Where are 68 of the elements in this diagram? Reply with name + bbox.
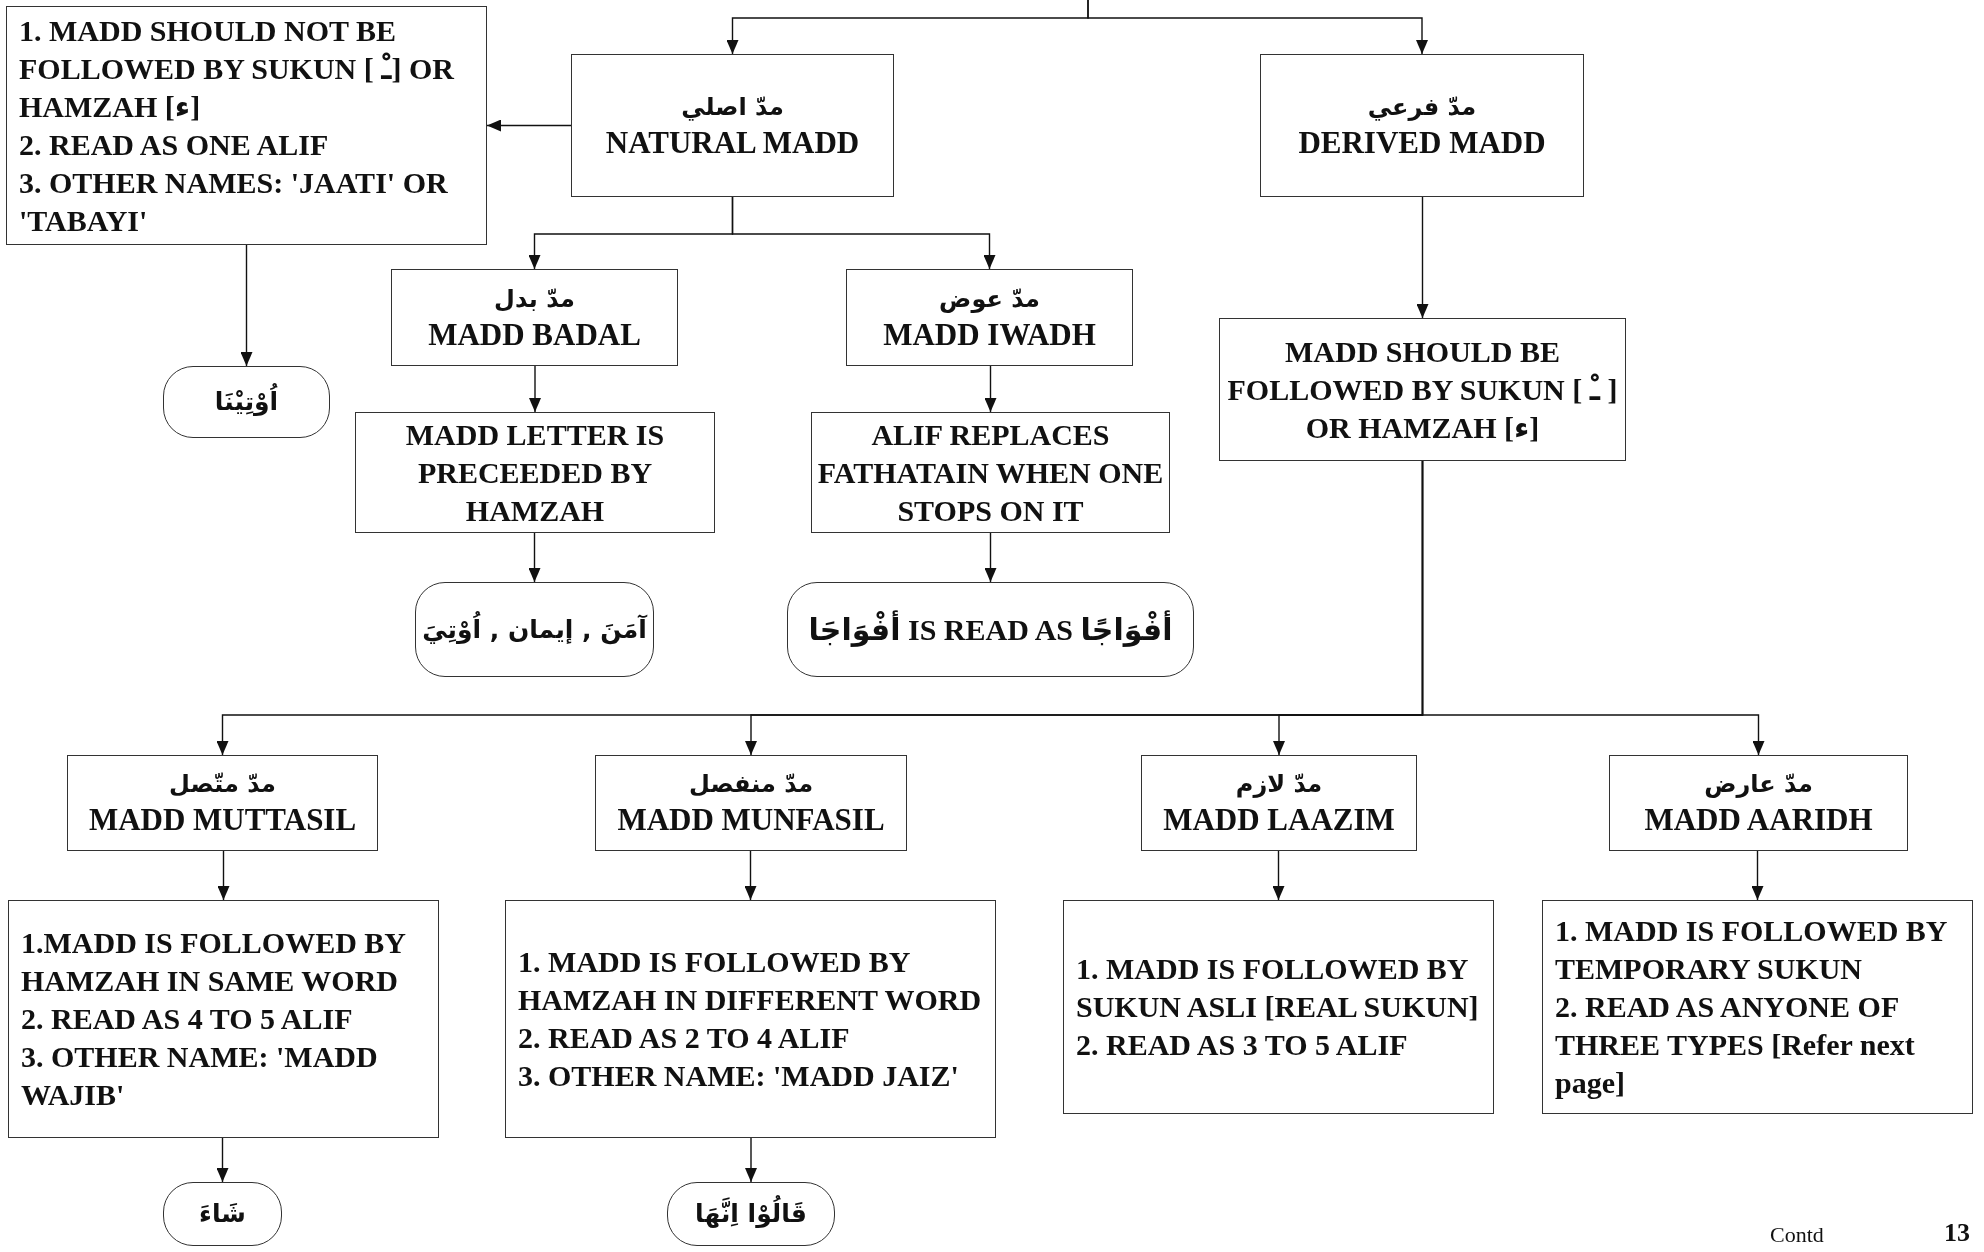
arabic-term: مدّ عارض xyxy=(1704,769,1813,800)
arrow xyxy=(745,1137,757,1183)
arabic-term: مدّ لازم xyxy=(1235,769,1323,800)
arabic-term: مدّ بدل xyxy=(494,283,575,315)
rule-text: 1. MADD SHOULD NOT BE FOLLOWED BY SUKUN [ ـْ] OR HAMZAH [ء] xyxy=(19,12,456,125)
example-box xyxy=(667,1182,835,1246)
arabic-term: مدّ متّصل xyxy=(169,769,276,800)
example-word: قَالُوْا اِنَّهَا xyxy=(695,1196,807,1232)
type-box xyxy=(1609,755,1908,851)
rule-text: 3. OTHER NAME: 'MADD WAJIB' xyxy=(21,1039,379,1113)
arrow xyxy=(744,850,757,901)
type-box xyxy=(595,755,907,851)
continued-note: Contd xyxy=(1770,1222,1824,1248)
arabic-term: مدّ فرعي xyxy=(1367,91,1477,123)
page-number: 13 xyxy=(1944,1218,1970,1248)
type-box xyxy=(67,755,378,851)
example-box xyxy=(415,582,654,677)
rule-text: 2. READ AS 4 TO 5 ALIF xyxy=(21,1001,353,1037)
example-word: آمَنَ , إيمان , اُوْتِيَ xyxy=(422,611,647,648)
arrow xyxy=(216,1137,229,1183)
arrow xyxy=(984,532,997,583)
example-word: شَاءَ xyxy=(199,1198,246,1230)
term-name: DERIVED MADD xyxy=(1298,123,1546,162)
category-box xyxy=(1260,54,1584,197)
term-name: MADD MUNFASIL xyxy=(617,801,885,839)
arrow xyxy=(217,850,230,901)
example-text: أفْوَاجَا IS READ AS أفْوَاجًا xyxy=(808,610,1173,649)
arabic-term: مدّ عوض xyxy=(939,283,1040,315)
arrow xyxy=(1087,0,1428,55)
arrow xyxy=(1416,196,1429,319)
term-name: MADD IWADH xyxy=(883,315,1096,354)
arabic-term: مدّ اصلي xyxy=(681,91,784,123)
term-name: MADD MUTTASIL xyxy=(88,801,357,839)
rule-text: ALIF REPLACES FATHATAIN WHEN ONE STOPS ON IT xyxy=(816,416,1165,529)
term-name: MADD AARIDH xyxy=(1644,801,1873,839)
type-box xyxy=(391,269,678,366)
arrow xyxy=(240,244,253,367)
rule-text: 2. READ AS 2 TO 4 ALIF xyxy=(518,1020,850,1056)
term-name: NATURAL MADD xyxy=(605,123,860,162)
type-box xyxy=(846,269,1133,366)
example-word: اُوْتِيْنَا xyxy=(214,384,279,420)
arrow xyxy=(1421,460,1765,756)
rule-text: 2. READ AS ONE ALIF xyxy=(19,126,329,163)
arrow xyxy=(1751,850,1764,901)
rule-text: 1.MADD IS FOLLOWED BY HAMZAH IN SAME WORD xyxy=(21,925,407,999)
category-box xyxy=(571,54,894,197)
arrow xyxy=(529,365,541,413)
rule-text: MADD SHOULD BE FOLLOWED BY SUKUN [ ـْ ] OR HAMZAH [ء] xyxy=(1226,333,1619,446)
arrow xyxy=(1272,850,1285,901)
type-box xyxy=(1141,755,1417,851)
rule-text: 1. MADD IS FOLLOWED BY TEMPORARY SUKUN xyxy=(1555,913,1948,987)
rule-text: 2. READ AS 3 TO 5 ALIF xyxy=(1076,1027,1408,1063)
rule-text: 3. OTHER NAMES: 'JAATI' OR 'TABAYI' xyxy=(19,164,449,239)
arrow xyxy=(984,365,997,413)
example-box xyxy=(787,582,1194,677)
arrow xyxy=(528,532,541,583)
example-box xyxy=(163,366,330,438)
rule-text: 1. MADD IS FOLLOWED BY HAMZAH IN DIFFERENT WORD xyxy=(518,944,983,1018)
example-box xyxy=(163,1182,282,1246)
rule-text: 3. OTHER NAME: 'MADD JAIZ' xyxy=(518,1058,959,1094)
rule-text: MADD LETTER IS PRECEEDED BY HAMZAH xyxy=(404,416,666,529)
rule-text: 1. MADD IS FOLLOWED BY SUKUN ASLI [REAL SUKUN] xyxy=(1076,951,1480,1025)
arrow xyxy=(486,119,572,132)
arrow xyxy=(731,196,996,270)
term-name: MADD LAAZIM xyxy=(1163,801,1395,839)
rule-text: 2. READ AS ANYONE OF THREE TYPES [Refer next page] xyxy=(1555,989,1916,1101)
term-name: MADD BADAL xyxy=(428,315,641,354)
arabic-term: مدّ منفصل xyxy=(688,769,814,800)
